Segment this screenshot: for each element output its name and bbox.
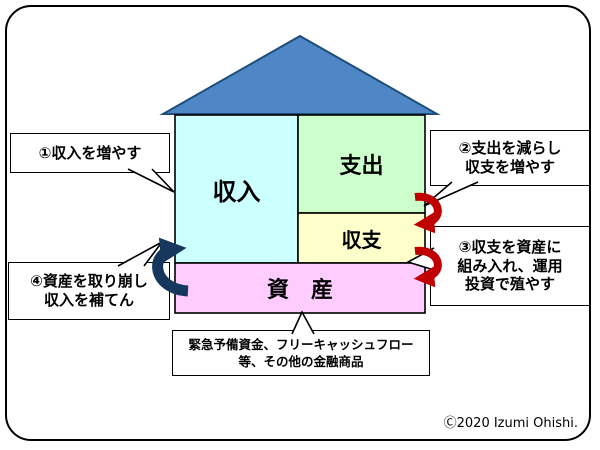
callout-increase-income-text: ①収入を増やす	[38, 143, 142, 162]
callout-assets-note: 緊急予備資金、フリーキャッシュフロー 等、その他の金融商品	[172, 330, 430, 376]
income-label: 収入	[212, 177, 261, 206]
assets-label: 資 産	[266, 278, 333, 303]
callout-invest-balance: ③収支を資産に 組み入れ、運用 投資で殖やす	[430, 226, 590, 306]
callout-drawdown-assets-line2: 収入を補てん	[43, 291, 134, 309]
callout-reduce-expenses-line2: 収支を増やす	[464, 158, 555, 176]
callout-assets-note-line1: 緊急予備資金、フリーキャッシュフロー	[188, 336, 414, 352]
callout-invest-balance-line3: 投資で殖やす	[464, 275, 555, 294]
balance-label: 収支	[341, 227, 382, 252]
callout-drawdown-assets: ④資産を取り崩し 収入を補てん	[8, 262, 170, 320]
callout-invest-balance-line1: ③収支を資産に	[458, 237, 562, 256]
callout-invest-balance-line2: 組み入れ、運用	[457, 256, 563, 275]
expenses-label: 支出	[339, 154, 384, 179]
slide-border	[5, 5, 591, 441]
callout-increase-income: ①収入を増やす	[10, 133, 170, 173]
callout-reduce-expenses-line1: ②支出を減らし	[458, 139, 562, 158]
callout-drawdown-assets-line1: ④資産を取り崩し	[30, 272, 148, 291]
callout-assets-note-line2: 等、その他の金融商品	[238, 354, 364, 369]
callout-reduce-expenses: ②支出を減らし 収支を増やす	[430, 130, 590, 186]
copyright-text: Ⓒ2020 Izumi Ohishi.	[443, 416, 578, 431]
